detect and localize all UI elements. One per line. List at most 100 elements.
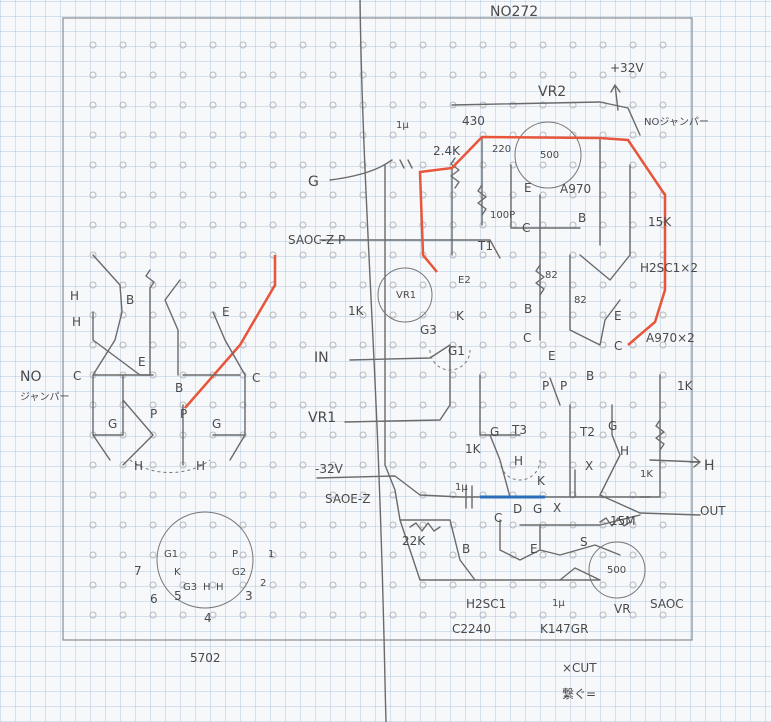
label-in: IN [314, 350, 329, 366]
label-t1: T1 [477, 239, 493, 253]
perfboard-hole [269, 611, 277, 619]
perfboard-hole [359, 41, 367, 49]
perfboard-hole [89, 71, 97, 79]
label-saoc: SAOC [650, 597, 684, 611]
perfboard-hole [119, 191, 127, 199]
perfboard-hole [629, 551, 637, 559]
perfboard-hole [389, 41, 397, 49]
perfboard-hole [329, 251, 337, 259]
perfboard-hole [629, 71, 637, 79]
perfboard-hole [209, 461, 217, 469]
perfboard-hole [509, 401, 517, 409]
label-pin: E [524, 181, 532, 195]
perfboard-hole [509, 71, 517, 79]
perfboard-hole [89, 611, 97, 619]
perfboard-hole [449, 521, 457, 529]
perfboard-hole [629, 431, 637, 439]
perfboard-hole [539, 461, 547, 469]
perfboard-hole [479, 371, 487, 379]
label-transistor: A970 [560, 182, 591, 196]
perfboard-hole [299, 401, 307, 409]
perfboard-hole [539, 401, 547, 409]
perfboard-hole [449, 281, 457, 289]
label-pin: P [542, 379, 549, 393]
perfboard-hole [389, 191, 397, 199]
perfboard-hole [119, 491, 127, 499]
label-saoez: SAOE-Z [325, 492, 370, 506]
perfboard-hole [419, 341, 427, 349]
label-pin: G [490, 425, 499, 439]
perfboard-hole [449, 71, 457, 79]
perfboard-hole [149, 71, 157, 79]
perfboard-hole [329, 131, 337, 139]
perfboard-hole [89, 491, 97, 499]
perfboard-hole [89, 161, 97, 169]
perfboard-hole [569, 221, 577, 229]
perfboard-hole [209, 281, 217, 289]
socket-pin-label: G3 [183, 582, 197, 593]
label-pin: K [456, 309, 465, 323]
label-pin: C [522, 221, 530, 235]
label-resistor: 22K [402, 534, 426, 548]
perfboard-hole [269, 71, 277, 79]
perfboard-hole [179, 551, 187, 559]
label-pin: H [134, 459, 143, 473]
label-resistor: 1K [465, 442, 482, 456]
perfboard-hole [449, 371, 457, 379]
perfboard-hole [479, 461, 487, 469]
label-pin: E [548, 349, 556, 363]
perfboard-hole [449, 491, 457, 499]
perfboard-hole [179, 281, 187, 289]
label-cut-mark: X [553, 501, 561, 515]
perfboard-hole [599, 581, 607, 589]
perfboard-hole [89, 251, 97, 259]
perfboard-hole [119, 251, 127, 259]
perfboard-hole [569, 581, 577, 589]
perfboard-hole [179, 71, 187, 79]
perfboard-hole [449, 251, 457, 259]
label-pin: C [614, 339, 622, 353]
perfboard-hole [479, 71, 487, 79]
perfboard-hole [89, 281, 97, 289]
perfboard-hole [329, 581, 337, 589]
perfboard-hole [509, 281, 517, 289]
perfboard-hole [89, 131, 97, 139]
perfboard-hole [629, 371, 637, 379]
label-pin: P [180, 407, 187, 421]
perfboard-hole [629, 491, 637, 499]
perfboard-hole [329, 221, 337, 229]
perfboard-hole [89, 221, 97, 229]
perfboard-hole [299, 581, 307, 589]
perfboard-hole [629, 101, 637, 109]
label-resistor: 1K [640, 469, 653, 480]
perfboard-hole [149, 611, 157, 619]
perfboard-hole [299, 341, 307, 349]
perfboard-hole [629, 401, 637, 409]
perfboard-hole [419, 131, 427, 139]
perfboard-hole [659, 101, 667, 109]
perfboard-hole [209, 491, 217, 499]
perfboard-hole [569, 281, 577, 289]
perfboard-hole [329, 461, 337, 469]
perfboard-hole [509, 521, 517, 529]
perfboard-hole [599, 461, 607, 469]
perfboard-hole [479, 341, 487, 349]
perfboard-hole [299, 221, 307, 229]
perfboard-hole [659, 401, 667, 409]
perfboard-hole [359, 311, 367, 319]
perfboard-hole [629, 581, 637, 589]
perfboard-hole [329, 551, 337, 559]
perfboard-hole [89, 41, 97, 49]
perfboard-hole [539, 371, 547, 379]
perfboard-hole [479, 521, 487, 529]
label-pin: D [513, 502, 522, 516]
perfboard-hole [119, 521, 127, 529]
perfboard-hole [329, 611, 337, 619]
perfboard-hole [209, 131, 217, 139]
label-pin: G [608, 419, 617, 433]
perfboard-hole [389, 311, 397, 319]
perfboard-hole [89, 461, 97, 469]
perfboard-hole [329, 371, 337, 379]
label-pin: P [560, 379, 567, 393]
